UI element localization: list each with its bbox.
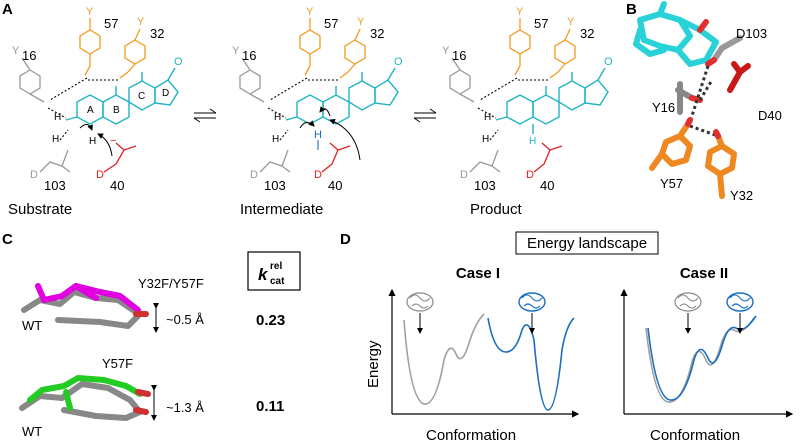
mutant-2-wt: WT <box>22 424 42 439</box>
prod-y16-number: 16 <box>452 48 466 63</box>
int-d40-number: 40 <box>328 178 342 193</box>
y16-number: 16 <box>22 48 36 63</box>
kcat-sup: rel <box>270 261 282 272</box>
int-y16-number: 16 <box>242 48 256 63</box>
int-transfer-h: H <box>314 129 322 141</box>
panel-a-label: A <box>2 1 13 18</box>
h-label-1: H <box>54 112 61 123</box>
h-label-2: H <box>52 134 59 145</box>
mutant-overlay-1: Y32F/Y57F WT ~0.5 Å 0.23 <box>21 276 285 333</box>
state-intermediate: Intermediate <box>240 201 323 218</box>
int-y57-letter: Y <box>306 6 314 18</box>
panel-c-label: C <box>2 231 13 248</box>
prod-y16-letter: Y <box>442 45 450 57</box>
d40-letter: D <box>96 169 104 181</box>
state-product: Product <box>470 201 523 218</box>
case-1-xlabel: Conformation <box>426 427 516 443</box>
int-h-label-1: H <box>274 112 281 123</box>
int-y32-letter: Y <box>357 16 365 28</box>
kcat-symbol: k <box>258 265 269 284</box>
d40-charge: − <box>110 135 116 147</box>
equilibrium-arrows-1 <box>193 108 217 123</box>
int-y16-letter: Y <box>232 45 240 57</box>
prod-ketone-o: O <box>604 56 613 68</box>
case-1-mutant-protein-icon <box>518 292 546 334</box>
case-2-plot: Case II Conformation <box>620 265 794 443</box>
ring-a: A <box>87 105 94 116</box>
b-label-d103: D103 <box>736 26 767 41</box>
h-label-3: H <box>89 136 96 147</box>
prod-h-label-2: H <box>482 134 489 145</box>
intermediate-scheme: Y 57 Y 32 Y 16 H H O <box>232 6 403 218</box>
b-label-y16: Y16 <box>652 100 675 115</box>
mutant-2-kcat: 0.11 <box>256 398 284 415</box>
int-y57-number: 57 <box>324 16 338 31</box>
energy-landscape-box <box>515 231 659 255</box>
y57-number: 57 <box>104 16 118 31</box>
mutant-1-wt: WT <box>22 318 42 333</box>
case-2-mutant-protein-icon <box>726 292 754 334</box>
case-1-title: Case I <box>456 265 500 282</box>
mutant-1-name: Y32F/Y57F <box>138 276 204 291</box>
int-d103-number: 103 <box>264 178 286 193</box>
y32-number: 32 <box>150 26 164 41</box>
y32-letter: Y <box>137 16 145 28</box>
int-h-label-2: H <box>272 134 279 145</box>
panel-d-label: D <box>340 231 351 248</box>
d40-number: 40 <box>110 178 124 193</box>
case-2-title: Case II <box>680 265 728 282</box>
b-label-y32: Y32 <box>730 188 753 203</box>
kcat-sub: cat <box>270 276 285 287</box>
panel-b-label: B <box>626 1 637 18</box>
mutant-2-shift: ~1.3 Å <box>166 400 204 415</box>
d103-number: 103 <box>44 178 66 193</box>
case-2-wt-protein-icon <box>674 292 702 334</box>
case-1-ylabel: Energy <box>365 340 382 388</box>
case-1-wt-protein-icon <box>406 292 434 334</box>
substrate-ketone-o: O <box>174 56 183 68</box>
substrate-scheme: Y 57 Y 32 Y 16 H H <box>8 6 183 218</box>
d103-letter: D <box>30 169 38 181</box>
int-ketone-o: O <box>394 56 403 68</box>
prod-d103-letter: D <box>460 169 468 181</box>
prod-transferred-h: H <box>529 136 536 147</box>
mutant-1-shift: ~0.5 Å <box>166 312 204 327</box>
prod-y32-letter: Y <box>567 16 575 28</box>
ring-c: C <box>138 91 145 102</box>
active-site-structure: D103 Y16 D40 Y57 Y32 <box>633 1 782 203</box>
prod-h-label-1: H <box>484 112 491 123</box>
prod-d40-number: 40 <box>540 178 554 193</box>
ring-b: B <box>113 105 120 116</box>
case-2-xlabel: Conformation <box>650 427 740 443</box>
y57-letter: Y <box>86 6 94 18</box>
energy-landscape-title: Energy landscape <box>527 235 647 252</box>
case-1-plot: Case I Energy Conformation <box>365 265 580 443</box>
state-substrate: Substrate <box>8 201 72 218</box>
ring-d: D <box>162 88 169 99</box>
prod-y57-number: 57 <box>534 16 548 31</box>
y16-letter: Y <box>12 45 20 57</box>
int-y32-number: 32 <box>370 26 384 41</box>
b-label-y57: Y57 <box>660 176 683 191</box>
mutant-overlay-2: Y57F WT ~1.3 Å 0.11 <box>19 356 284 439</box>
mutant-1-kcat: 0.23 <box>256 312 285 329</box>
prod-d40-letter: D <box>526 169 534 181</box>
mutant-2-name: Y57F <box>102 356 133 371</box>
prod-y57-letter: Y <box>516 6 524 18</box>
b-label-d40: D40 <box>758 108 782 123</box>
int-d103-letter: D <box>250 169 258 181</box>
prod-d103-number: 103 <box>474 178 496 193</box>
int-d40-letter: D <box>314 169 322 181</box>
equilibrium-arrows-2 <box>413 108 437 123</box>
kcat-header: k rel cat <box>247 251 301 291</box>
product-scheme: Y 57 Y 32 Y 16 H H O <box>442 6 613 218</box>
prod-y32-number: 32 <box>580 26 594 41</box>
